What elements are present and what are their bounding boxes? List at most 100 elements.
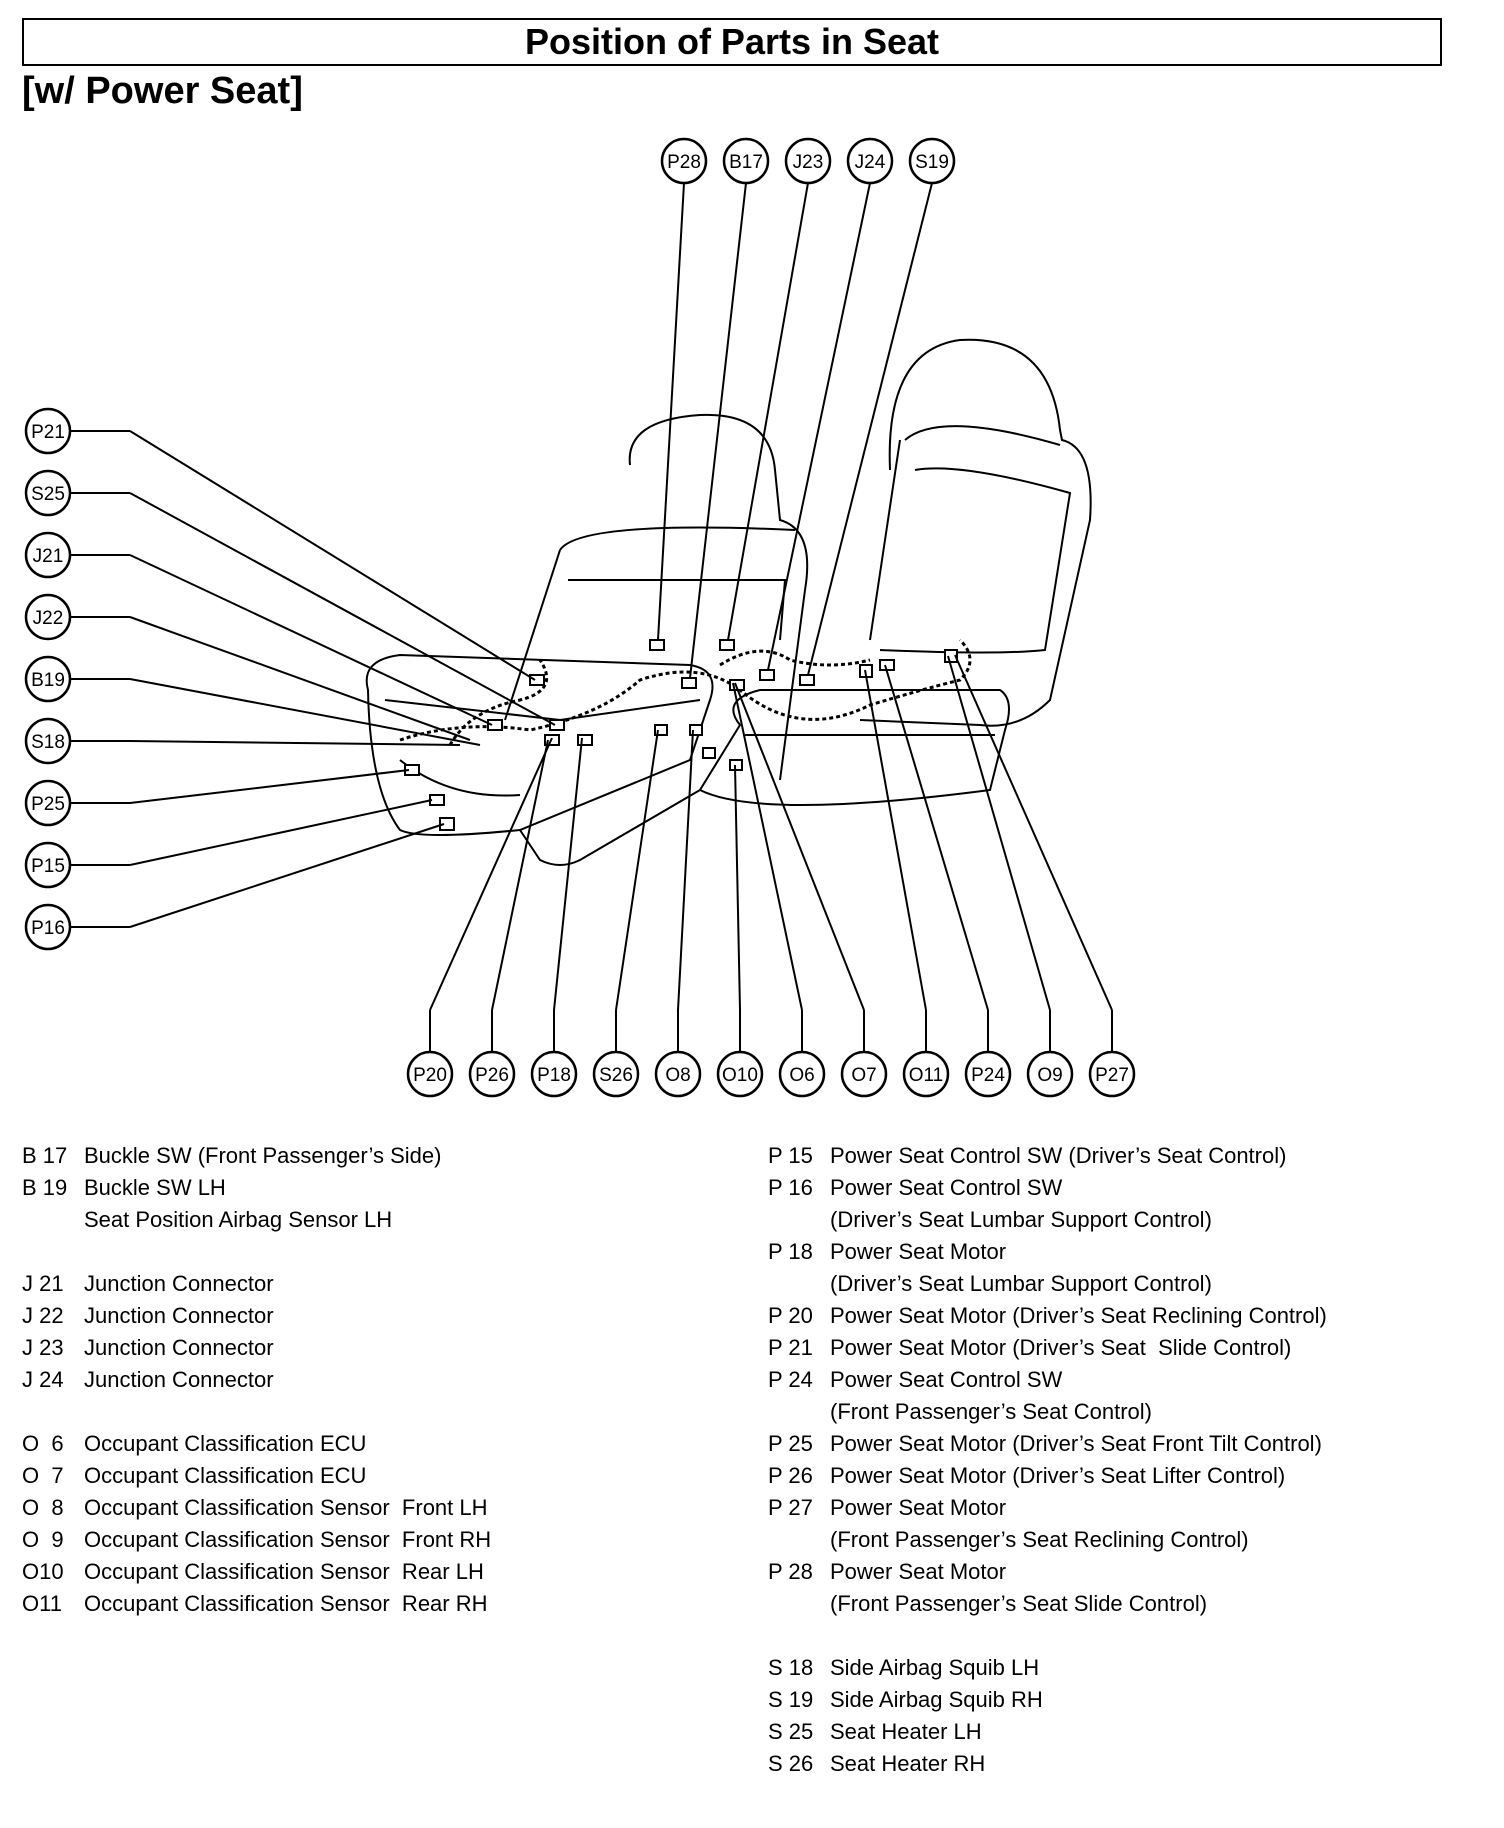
callout-label: O7 — [851, 1065, 876, 1086]
callout-label: P21 — [31, 422, 65, 443]
callout-circle — [902, 1050, 950, 1098]
callout-label: S18 — [31, 732, 65, 753]
legend-code — [768, 1524, 830, 1556]
legend-item: J 24 Junction Connector — [22, 1364, 491, 1396]
legend-description: Side Airbag Squib LH — [830, 1655, 1040, 1680]
callout-circle — [24, 593, 72, 641]
callout-o10: O10 — [716, 1050, 764, 1098]
callout-label: O8 — [665, 1065, 690, 1086]
legend-description: Power Seat Motor — [830, 1239, 1007, 1264]
legend-code: S 25 — [768, 1719, 814, 1744]
legend-code: O 7 — [22, 1463, 64, 1488]
callout-label: P28 — [667, 152, 701, 173]
seat-illustration — [365, 338, 1092, 866]
callout-circle — [24, 903, 72, 951]
callout-circle — [24, 655, 72, 703]
callout-circle — [468, 1050, 516, 1098]
legend-code: B 19 — [22, 1175, 68, 1200]
callout-label: J22 — [33, 608, 64, 629]
legend-description: Power Seat Motor — [830, 1559, 1007, 1584]
legend-description: Power Seat Motor (Driver’s Seat Slide Co… — [830, 1335, 1292, 1360]
legend-code: J 24 — [22, 1367, 64, 1392]
callout-label: J21 — [33, 546, 64, 567]
legend-description: Power Seat Control SW — [830, 1175, 1063, 1200]
callout-circle — [530, 1050, 578, 1098]
legend-code — [768, 1588, 830, 1620]
callout-p26: P26 — [468, 1050, 516, 1098]
legend-spacer — [22, 1396, 491, 1428]
legend-code: J 23 — [22, 1335, 64, 1360]
legend-description: Junction Connector — [84, 1335, 274, 1360]
legend-description: Buckle SW (Front Passenger’s Side) — [84, 1143, 442, 1168]
legend-code: O 9 — [22, 1527, 64, 1552]
callout-circle — [24, 779, 72, 827]
callout-label: S19 — [915, 152, 949, 173]
legend-description: Power Seat Motor (Driver’s Seat Lifter C… — [830, 1463, 1286, 1488]
legend-description: Seat Heater RH — [830, 1751, 986, 1776]
legend-spacer — [768, 1620, 1327, 1652]
callout-label: P15 — [31, 856, 65, 877]
legend-item: P 26 Power Seat Motor (Driver’s Seat Lift… — [768, 1460, 1327, 1492]
callout-p18: P18 — [530, 1050, 578, 1098]
callout-circle — [24, 407, 72, 455]
legend-code — [22, 1204, 84, 1236]
callout-j22: J22 — [24, 593, 72, 641]
callout-s18: S18 — [24, 717, 72, 765]
legend-item: (Front Passenger’s Seat Slide Control) — [768, 1588, 1327, 1620]
callout-label: S25 — [31, 484, 65, 505]
callout-o7: O7 — [840, 1050, 888, 1098]
legend-description: Junction Connector — [84, 1303, 274, 1328]
legend-description: Occupant Classification ECU — [84, 1463, 367, 1488]
legend-item: O 7 Occupant Classification ECU — [22, 1460, 491, 1492]
wire-harness — [399, 638, 972, 746]
legend-code: J 21 — [22, 1271, 64, 1296]
callout-circle — [778, 1050, 826, 1098]
leader-lines — [68, 182, 1113, 1052]
legend-description: Power Seat Motor (Driver’s Seat Front Ti… — [830, 1431, 1322, 1456]
legend-item: (Front Passenger’s Seat Control) — [768, 1396, 1327, 1428]
callout-circle — [1026, 1050, 1074, 1098]
legend-description: Power Seat Motor — [830, 1495, 1007, 1520]
legend-code — [768, 1268, 830, 1300]
callout-s19: S19 — [908, 137, 956, 185]
legend-item: (Driver’s Seat Lumbar Support Control) — [768, 1204, 1327, 1236]
legend-item: J 23 Junction Connector — [22, 1332, 491, 1364]
legend-description: Junction Connector — [84, 1367, 274, 1392]
callout-label: P24 — [971, 1065, 1005, 1086]
callout-circle — [24, 531, 72, 579]
callout-label: P25 — [31, 794, 65, 815]
callout-s25: S25 — [24, 469, 72, 517]
callout-circle — [660, 137, 708, 185]
legend-left: B 17 Buckle SW (Front Passenger’s Side) B … — [22, 1140, 491, 1620]
callout-circle — [406, 1050, 454, 1098]
callout-circle — [592, 1050, 640, 1098]
callout-o8: O8 — [654, 1050, 702, 1098]
callout-circle — [24, 841, 72, 889]
callout-label: P16 — [31, 918, 65, 939]
legend-code: O 8 — [22, 1495, 64, 1520]
callout-label: P18 — [537, 1065, 571, 1086]
legend-code: P 26 — [768, 1463, 813, 1488]
callout-label: P26 — [475, 1065, 509, 1086]
legend-spacer — [22, 1236, 491, 1268]
callout-p28: P28 — [660, 137, 708, 185]
callout-j24: J24 — [846, 137, 894, 185]
legend-code: O11 — [22, 1591, 62, 1616]
legend-code: P 16 — [768, 1175, 813, 1200]
callout-j21: J21 — [24, 531, 72, 579]
legend-description: Seat Heater LH — [830, 1719, 982, 1744]
callout-circle — [24, 469, 72, 517]
legend-code: B 17 — [22, 1143, 68, 1168]
legend-code — [768, 1396, 830, 1428]
